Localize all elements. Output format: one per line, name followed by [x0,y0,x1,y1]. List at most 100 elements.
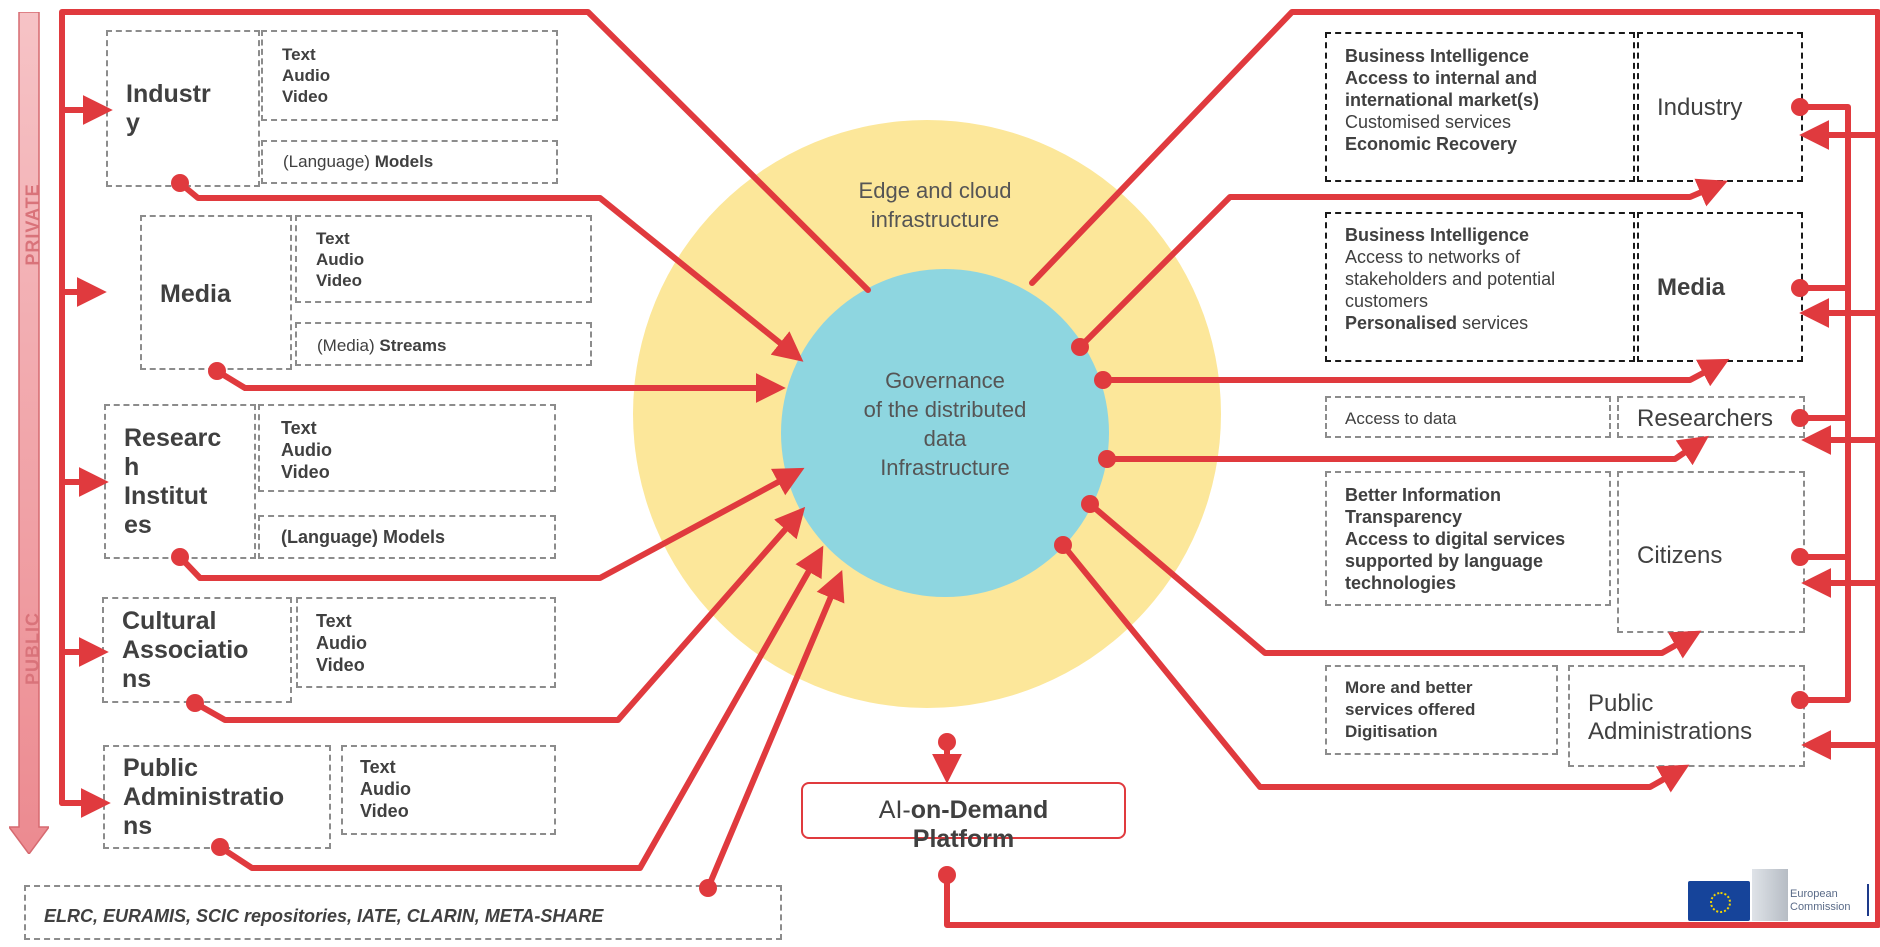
connector-public-center [217,545,824,871]
connector-industry-center [177,180,804,362]
connector-center-industry [1077,178,1728,350]
left-industry-models-box [261,140,558,184]
connector-dot [938,733,956,751]
left-media-label: Media [160,280,231,308]
right-media-benefits: Business Intelligence Access to networks… [1345,224,1615,334]
benefit-line: Access to internal and international mar… [1345,68,1540,110]
connector-industry-bus [1797,104,1851,703]
logo-text: European Commission [1790,888,1851,914]
connector-center-media [1100,358,1730,387]
commission-building-icon [1752,869,1788,921]
left-public-label: Public Administratio ns [123,754,285,840]
connector-topright-frame [1029,9,1880,928]
models-prefix: (Language) [283,152,375,171]
benefit-line: Personalised [1345,313,1458,333]
connector-platform-bottom [944,872,1880,928]
streams-bold: Streams [379,336,447,355]
left-research-types: Text Audio Video [281,418,332,482]
right-citizens-label: Citizens [1637,542,1723,569]
left-industry-types-box [261,30,558,121]
governance-circle [781,269,1109,597]
left-industry-models: (Language) Models [283,151,433,172]
connector-dot [1791,409,1809,427]
benefit-line: Digitisation [1345,722,1438,741]
connector-dot [938,866,956,884]
connector-media-center [214,368,786,403]
right-researchers-label: Researchers [1637,405,1774,432]
benefit-line: More and better services offered [1345,678,1476,719]
right-media-benefits-box [1325,212,1635,362]
connector-dot [699,879,717,897]
logo-line1: European [1790,888,1838,900]
connector-topleft-frame [59,9,871,806]
connector-dot [208,362,226,380]
right-media-box [1637,212,1803,362]
benefit-line: Access to networks of stakeholders and p… [1345,247,1556,311]
connector-dot [1094,371,1112,389]
right-researchers-box [1617,396,1805,438]
left-cultural-types-box [296,597,556,688]
right-researchers-benefits-box [1325,396,1611,438]
left-media-box [140,215,292,370]
platform-label: AI-on-Demand Platform [801,796,1126,854]
left-public-types: Text Audio Video [360,757,411,821]
right-public-label: Public Administrations [1588,690,1753,745]
right-industry-benefits: Business Intelligence Access to internal… [1345,45,1625,155]
governance-label: Governance of the distributed data Infra… [863,368,1027,480]
connector-dot [211,838,229,856]
benefit-line: Economic Recovery [1345,134,1518,154]
benefit-line: Business Intelligence [1345,46,1530,66]
right-citizens-benefits: Better Information Transparency Access t… [1345,484,1595,594]
connector-center-citizens [1087,501,1702,659]
connector-center-public [1060,542,1690,793]
logo-divider [1867,884,1869,916]
right-media-label: Media [1657,274,1726,301]
connector-dot [186,694,204,712]
connector-center-researchers [1104,435,1709,466]
connector-repos-center [705,570,845,891]
right-citizens-benefits-box [1325,471,1611,606]
left-research-label: Researc h Institut es [124,424,222,539]
right-industry-box [1637,32,1803,182]
connector-cultural-center [192,506,806,723]
connector-dot [1791,98,1809,116]
left-media-streams-box [295,322,592,366]
benefit-line: Customised services [1345,112,1512,132]
right-industry-benefits-box [1325,32,1635,182]
left-industry-label: Industr y [126,80,211,137]
connector-dot [1081,495,1099,513]
connector-dot [1071,338,1089,356]
connector-dot [1791,691,1809,709]
models-bold: Models [374,152,434,171]
right-researchers-benefit: Access to data [1345,409,1457,428]
private-public-axis-arrow [7,11,51,856]
benefit-line: Better Information Transparency [1345,485,1502,527]
connector-dot [171,548,189,566]
connector-dot [1791,548,1809,566]
connector-research-center [177,467,805,581]
benefit-line: Business Intelligence [1345,225,1530,245]
streams-prefix: (Media) [317,336,380,355]
platform-prefix: AI- [878,796,911,824]
left-research-models-box [258,515,556,559]
platform-bold: on-Demand Platform [910,796,1049,853]
left-media-types-box [295,215,592,303]
connector-dot [1054,536,1072,554]
left-cultural-types: Text Audio Video [316,611,367,675]
edge-cloud-label: Edge and cloud infrastructure [858,178,1012,232]
connector-dot [171,174,189,192]
right-public-benefits-box [1325,665,1558,755]
connector-dot [1098,450,1116,468]
left-media-streams: (Media) Streams [317,335,446,356]
connector-dot [1791,279,1809,297]
eu-flag-icon [1688,881,1750,921]
left-public-types-box [341,745,556,835]
left-cultural-label: Cultural Associatio ns [122,607,249,693]
benefit-line: Access to digital services supported by … [1345,529,1566,593]
left-media-types: Text Audio Video [316,229,365,290]
benefit-suffix: services [1457,313,1529,333]
right-public-box [1568,665,1805,767]
left-research-types-box [258,404,556,492]
platform-box[interactable] [801,782,1126,839]
